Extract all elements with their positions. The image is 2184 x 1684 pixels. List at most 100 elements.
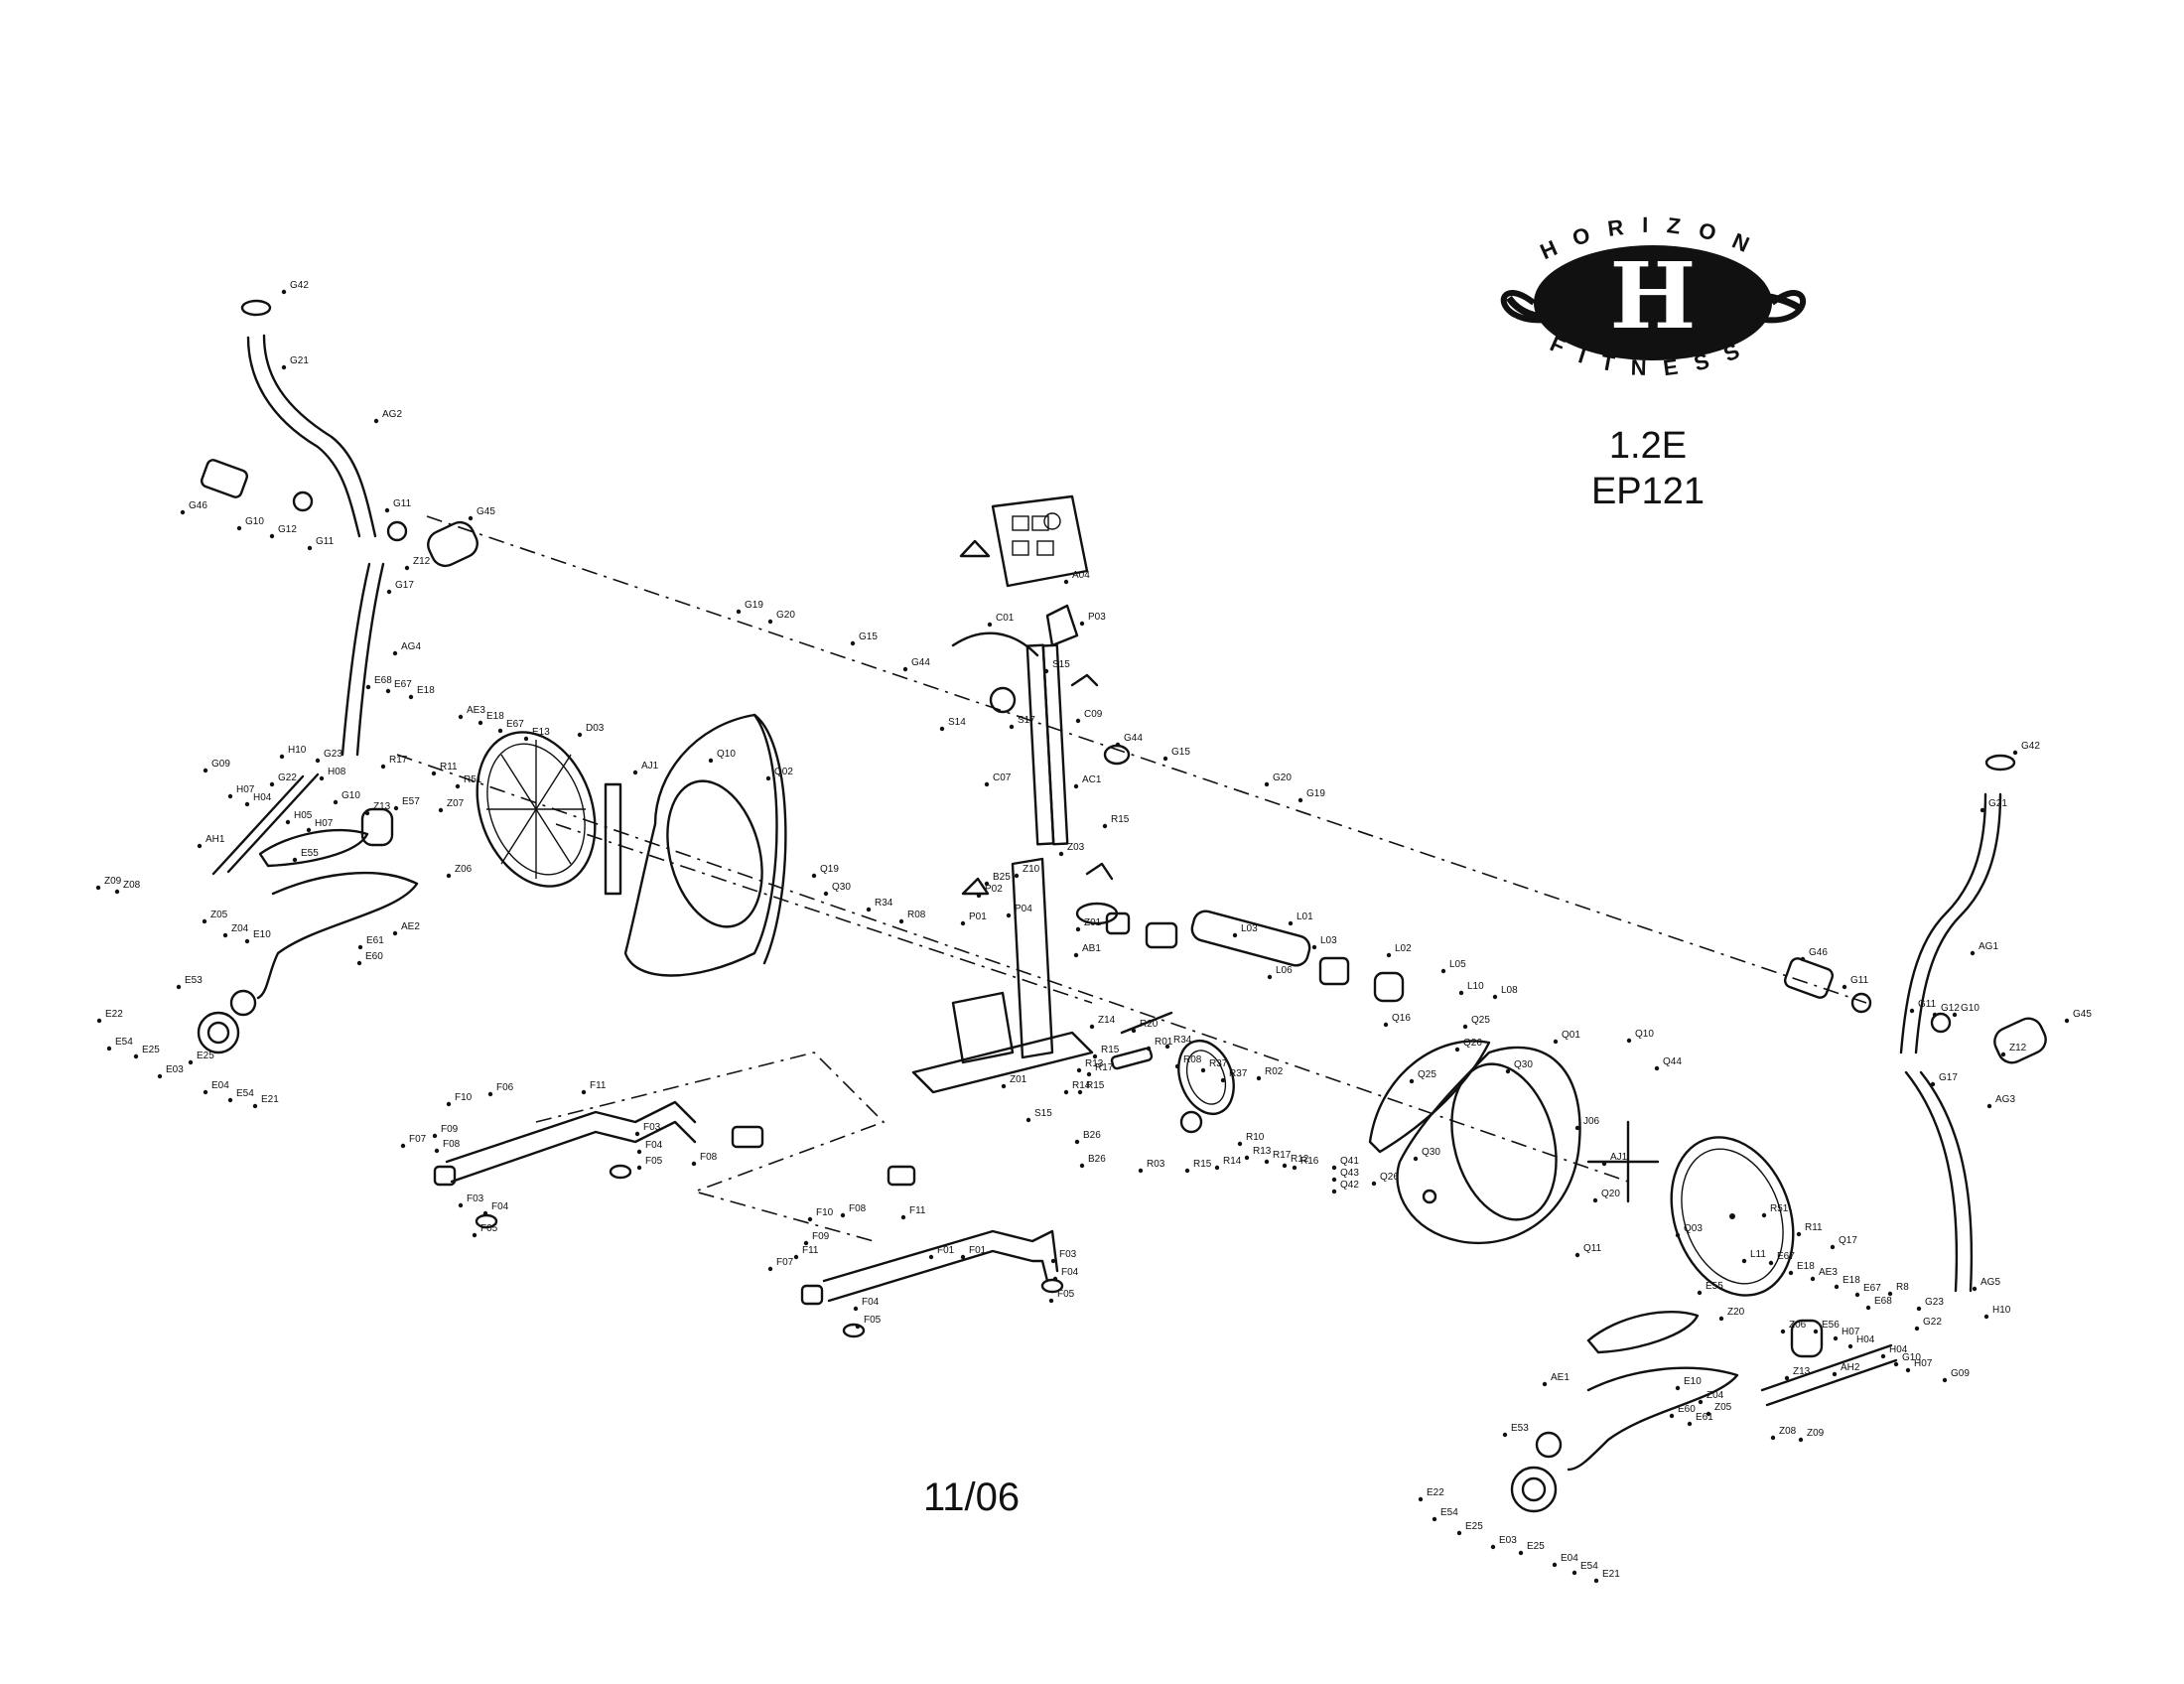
left-flywheel-d03 [476,731,622,896]
console-button-2 [1031,515,1049,531]
part-label: E54 [1580,1561,1598,1572]
hardware-dot [1571,1570,1577,1576]
part-label: E53 [185,975,203,986]
hardware-dot [855,1324,861,1330]
part-label: R01 [1155,1037,1173,1048]
part-label: AC1 [1082,774,1102,785]
part-label: E60 [1678,1404,1696,1415]
part-label: R08 [907,910,926,920]
part-label: E13 [532,727,550,738]
part-label: F01 [969,1245,987,1256]
hardware-dot [455,783,461,789]
hardware-dot [1833,1335,1839,1341]
part-label: B25 [993,872,1011,883]
part-label: S14 [948,717,966,728]
part-label: F01 [937,1245,955,1256]
hardware-dot [1025,1117,1031,1123]
hardware-dot [1174,1063,1180,1069]
hardware-dot [1014,873,1020,879]
part-label: H10 [1992,1305,2011,1316]
part-label: R16 [1300,1156,1319,1167]
hardware-dot [373,418,379,424]
part-label: Q17 [1839,1235,1857,1246]
part-label: Z09 [1807,1428,1825,1439]
part-label: R11 [440,762,458,772]
hardware-dot [1264,1159,1270,1165]
handle-s15 [951,632,1039,657]
part-label: R08 [1183,1054,1202,1065]
part-label: C09 [1084,709,1103,720]
part-label: E53 [1511,1423,1529,1434]
hardware-dot [1800,956,1806,962]
hardware-dot [222,932,228,938]
washer-g10-left [292,491,314,512]
end-cap-g42-left [240,299,272,317]
hardware-dot [133,1053,139,1059]
hardware-dot [1138,1168,1144,1174]
hardware-dot [404,565,410,571]
hardware-dot [928,1254,934,1260]
logo-swoosh-right [1697,290,1805,313]
hardware-dot [1331,1177,1337,1183]
hardware-dot [279,754,285,760]
part-label: Z03 [1067,842,1085,853]
part-label: Q30 [832,882,851,893]
hardware-dot [188,1059,194,1065]
hardware-dot [357,944,363,950]
hardware-dot [1282,1163,1288,1169]
hardware-dot [634,1131,640,1137]
middle-axis-line [396,754,1629,1183]
hardware-dot [1079,1163,1085,1169]
hardware-dot [960,920,966,926]
hardware-dot [365,684,371,690]
part-label: H07 [315,818,334,829]
hardware-dot [1297,797,1303,803]
hardware-dot [180,509,186,515]
hardware-dot [850,640,856,646]
hardware-dot [1079,621,1085,627]
hardware-dot [1086,1071,1092,1077]
lower-arm-ag4-outline [355,562,385,757]
part-label: G20 [1273,772,1292,783]
hardware-dot [1983,1314,1989,1320]
drive-shaft-r20 [1120,1011,1173,1035]
hardware-dot [1162,756,1168,762]
hardware-dot [1741,1258,1747,1264]
console-button-1 [1012,515,1029,531]
part-label: Q44 [1663,1056,1682,1067]
part-label: Q10 [1635,1029,1654,1040]
cover-q16 [1368,1040,1491,1154]
hardware-dot [438,807,444,813]
hardware-dot [269,533,275,539]
lower-arm-ag3-outline [1919,1070,1974,1293]
logo-monogram: H [1610,242,1697,350]
part-label: H08 [328,767,346,777]
part-label: F03 [1059,1249,1077,1260]
part-label: E55 [1706,1281,1723,1292]
shroud-outer-q02 [623,713,778,977]
logo-swoosh-left [1506,295,1610,322]
part-label: G09 [211,759,230,770]
rear-stabilizer-f02-bottom [450,1120,697,1184]
hardware-dot [1413,1156,1419,1162]
hardware-dot [736,609,742,615]
part-label: H07 [1914,1358,1933,1369]
hardware-dot [96,1018,102,1024]
link-arm-ah2-outline [1765,1358,1898,1407]
part-label: G21 [1988,798,2007,809]
part-label: H10 [288,745,307,756]
console-bracket-c01 [1045,604,1079,647]
part-label: H05 [294,810,313,821]
hardware-dot [432,1133,438,1139]
hardware-dot [380,764,386,770]
frame-upright-ab1 [1011,857,1054,1059]
hardware-dot [236,525,242,531]
hardware-dot [482,1210,488,1216]
part-label: AJ1 [641,761,659,772]
part-label: C01 [996,613,1015,624]
part-label: Q20 [1601,1189,1620,1199]
hardware-dot [408,694,414,700]
hardware-dot [1462,1024,1468,1030]
hardware-dot [1768,1260,1774,1266]
model-code: 1.2E [1608,425,1688,467]
